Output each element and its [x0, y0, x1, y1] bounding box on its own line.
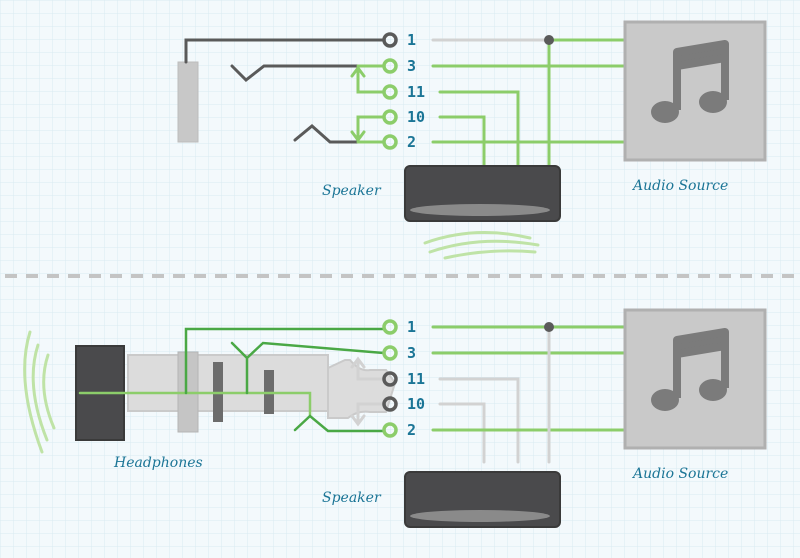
music-note-icon	[625, 22, 765, 160]
bottom-pin-labels: 1 3 11 10 2	[407, 318, 425, 439]
pin-label: 11	[407, 370, 425, 388]
jack-sleeve	[177, 61, 199, 143]
pin-label: 2	[407, 133, 416, 151]
music-note-icon	[625, 310, 765, 448]
top-circuit	[177, 32, 627, 260]
pin-label: 10	[407, 395, 425, 413]
pin-label: 2	[407, 421, 416, 439]
audio-source-label: Audio Source	[631, 178, 728, 194]
pin-label: 1	[407, 31, 416, 49]
headphones-label: Headphones	[113, 455, 203, 471]
speaker-label: Speaker	[322, 490, 382, 506]
pin-label: 11	[407, 83, 425, 101]
pin-label: 3	[407, 57, 416, 75]
bottom-circuit	[23, 319, 627, 464]
top-pin-labels: 1 3 11 10 2	[407, 31, 425, 151]
speaker	[404, 165, 561, 222]
speaker	[404, 471, 561, 528]
pin-label: 10	[407, 108, 425, 126]
audio-source-label: Audio Source	[631, 466, 728, 482]
speaker-label: Speaker	[322, 183, 382, 199]
pin-label: 1	[407, 318, 416, 336]
pin-label: 3	[407, 344, 416, 362]
